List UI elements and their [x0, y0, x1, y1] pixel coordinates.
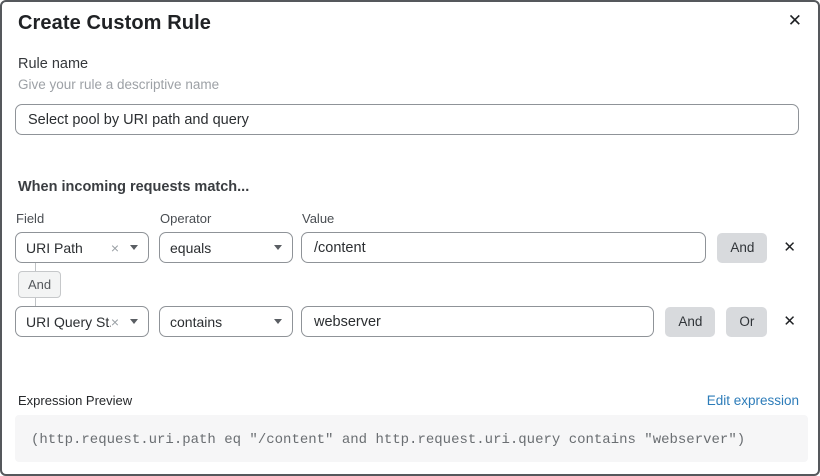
edit-expression-link[interactable]: Edit expression: [706, 393, 799, 408]
remove-condition-icon[interactable]: ✕: [783, 313, 796, 330]
field-column-label: Field: [16, 211, 45, 226]
condition-connector: And: [18, 263, 799, 306]
expression-preview-label: Expression Preview: [18, 393, 133, 408]
add-or-condition-button[interactable]: Or: [726, 306, 768, 337]
value-input[interactable]: [301, 306, 655, 337]
field-select-value: URI Query St...: [26, 313, 111, 330]
rule-name-input[interactable]: [15, 104, 799, 135]
condition-column-labels: Field Operator Value: [16, 211, 799, 226]
clear-selection-icon[interactable]: ×: [110, 313, 119, 330]
value-column-label: Value: [302, 211, 335, 226]
rule-name-hint: Give your rule a descriptive name: [18, 77, 220, 92]
condition-row: URI Query St... × contains And Or ✕: [15, 306, 799, 337]
chevron-down-icon: [130, 319, 138, 324]
clear-selection-icon[interactable]: ×: [110, 239, 119, 256]
operator-select-value: contains: [170, 313, 223, 330]
field-select[interactable]: URI Query St... ×: [15, 306, 149, 337]
close-icon[interactable]: ✕: [784, 8, 806, 34]
operator-column-label: Operator: [160, 211, 212, 226]
expression-preview-box: (http.request.uri.path eq "/content" and…: [15, 415, 808, 462]
field-select[interactable]: URI Path ×: [15, 232, 149, 263]
value-input[interactable]: [301, 232, 707, 263]
chevron-down-icon: [274, 245, 282, 250]
and-connector-badge: And: [18, 271, 62, 298]
operator-select[interactable]: contains: [159, 306, 293, 337]
operator-select[interactable]: equals: [159, 232, 293, 263]
dialog-title: Create Custom Rule: [18, 12, 211, 34]
rule-name-label: Rule name: [18, 56, 89, 72]
field-select-value: URI Path: [26, 239, 83, 256]
condition-row: URI Path × equals And ✕: [15, 232, 799, 263]
expression-preview-code: (http.request.uri.path eq "/content" and…: [31, 432, 746, 448]
chevron-down-icon: [274, 319, 282, 324]
remove-condition-icon[interactable]: ✕: [783, 239, 796, 256]
operator-select-value: equals: [170, 239, 212, 256]
match-heading: When incoming requests match...: [18, 179, 250, 195]
expression-preview-header: Expression Preview Edit expression: [18, 393, 799, 408]
chevron-down-icon: [130, 245, 138, 250]
add-and-condition-button[interactable]: And: [717, 232, 768, 263]
add-and-condition-button[interactable]: And: [665, 306, 716, 337]
